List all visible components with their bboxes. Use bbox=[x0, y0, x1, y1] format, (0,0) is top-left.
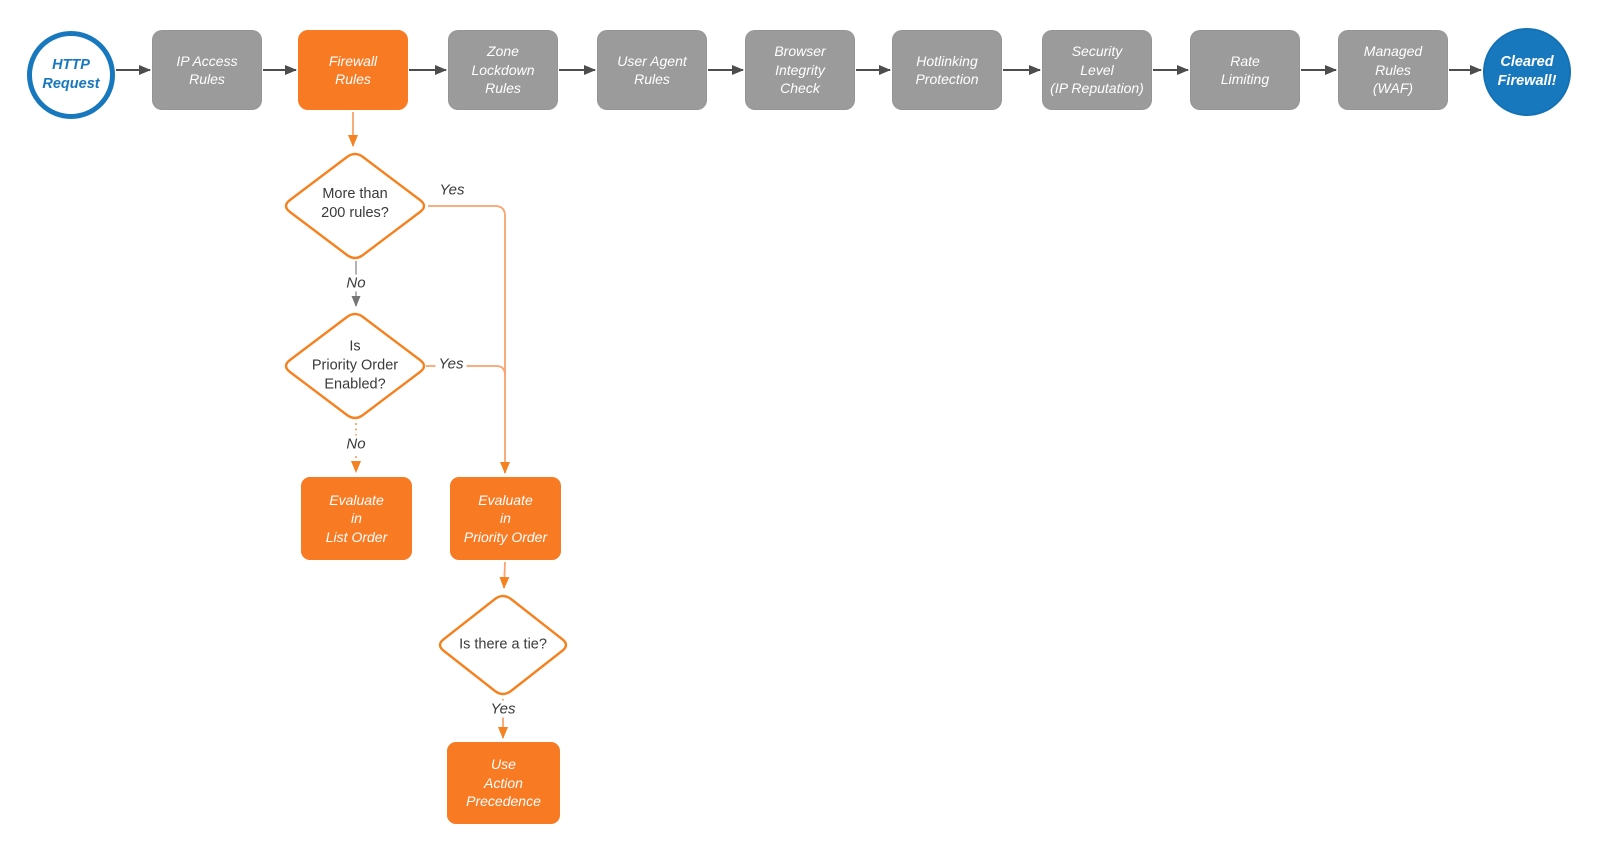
edge-label-yes-tie: Yes bbox=[487, 700, 519, 718]
node-label: Evaluate in List Order bbox=[325, 491, 388, 545]
node-label: Managed Rules (WAF) bbox=[1363, 43, 1423, 97]
node-label: Security Level (IP Reputation) bbox=[1050, 43, 1144, 97]
node-zone-lockdown-rules: Zone Lockdown Rules bbox=[448, 30, 558, 110]
arrow-yes-more-rules-to-evaluate-priority bbox=[428, 205, 510, 474]
decision-diamond-more-rules bbox=[284, 152, 426, 260]
arrow-evaluate-priority-to-tie-decision bbox=[499, 561, 510, 589]
decision-label-tie: Is there a tie? bbox=[459, 636, 547, 653]
node-label: Browser Integrity Check bbox=[774, 43, 826, 97]
node-http-request: HTTP Request bbox=[27, 31, 115, 119]
node-evaluate-in-list-order: Evaluate in List Order bbox=[301, 477, 412, 560]
node-label: Hotlinking Protection bbox=[915, 52, 979, 87]
decision-diamond-priority-order bbox=[284, 312, 426, 420]
node-rate-limiting: Rate Limiting bbox=[1190, 30, 1300, 110]
edge-label-yes-priority-order: Yes bbox=[435, 355, 467, 373]
node-label: HTTP Request bbox=[42, 56, 100, 92]
node-evaluate-in-priority-order: Evaluate in Priority Order bbox=[450, 477, 561, 560]
node-security-level: Security Level (IP Reputation) bbox=[1042, 30, 1152, 110]
node-hotlinking-protection: Hotlinking Protection bbox=[892, 30, 1002, 110]
decision-diamond-tie bbox=[438, 594, 568, 696]
decision-label-priority-order: Is Priority Order Enabled? bbox=[311, 338, 399, 393]
node-label: Cleared Firewall! bbox=[1497, 53, 1557, 89]
node-label: Use Action Precedence bbox=[466, 756, 541, 810]
node-label: Rate Limiting bbox=[1220, 52, 1270, 87]
node-label: Firewall Rules bbox=[328, 52, 378, 87]
node-firewall-rules: Firewall Rules bbox=[298, 30, 408, 110]
decision-label-more-rules: More than 200 rules? bbox=[321, 186, 389, 221]
node-managed-rules-waf: Managed Rules (WAF) bbox=[1338, 30, 1448, 110]
node-label: Evaluate in Priority Order bbox=[463, 491, 548, 545]
edge-label-no-more-rules: No bbox=[343, 274, 369, 292]
node-label: User Agent Rules bbox=[617, 52, 687, 87]
edge-label-no-priority-order: No bbox=[343, 435, 369, 453]
node-label: Zone Lockdown Rules bbox=[471, 43, 535, 97]
arrow-yes-priority-order-join bbox=[426, 365, 506, 376]
node-ip-access-rules: IP Access Rules bbox=[152, 30, 262, 110]
node-cleared-firewall: Cleared Firewall! bbox=[1483, 28, 1571, 116]
edge-label-yes-more-rules: Yes bbox=[436, 181, 468, 199]
node-browser-integrity-check: Browser Integrity Check bbox=[745, 30, 855, 110]
node-label: IP Access Rules bbox=[176, 52, 238, 87]
node-user-agent-rules: User Agent Rules bbox=[597, 30, 707, 110]
node-use-action-precedence: Use Action Precedence bbox=[447, 742, 560, 824]
